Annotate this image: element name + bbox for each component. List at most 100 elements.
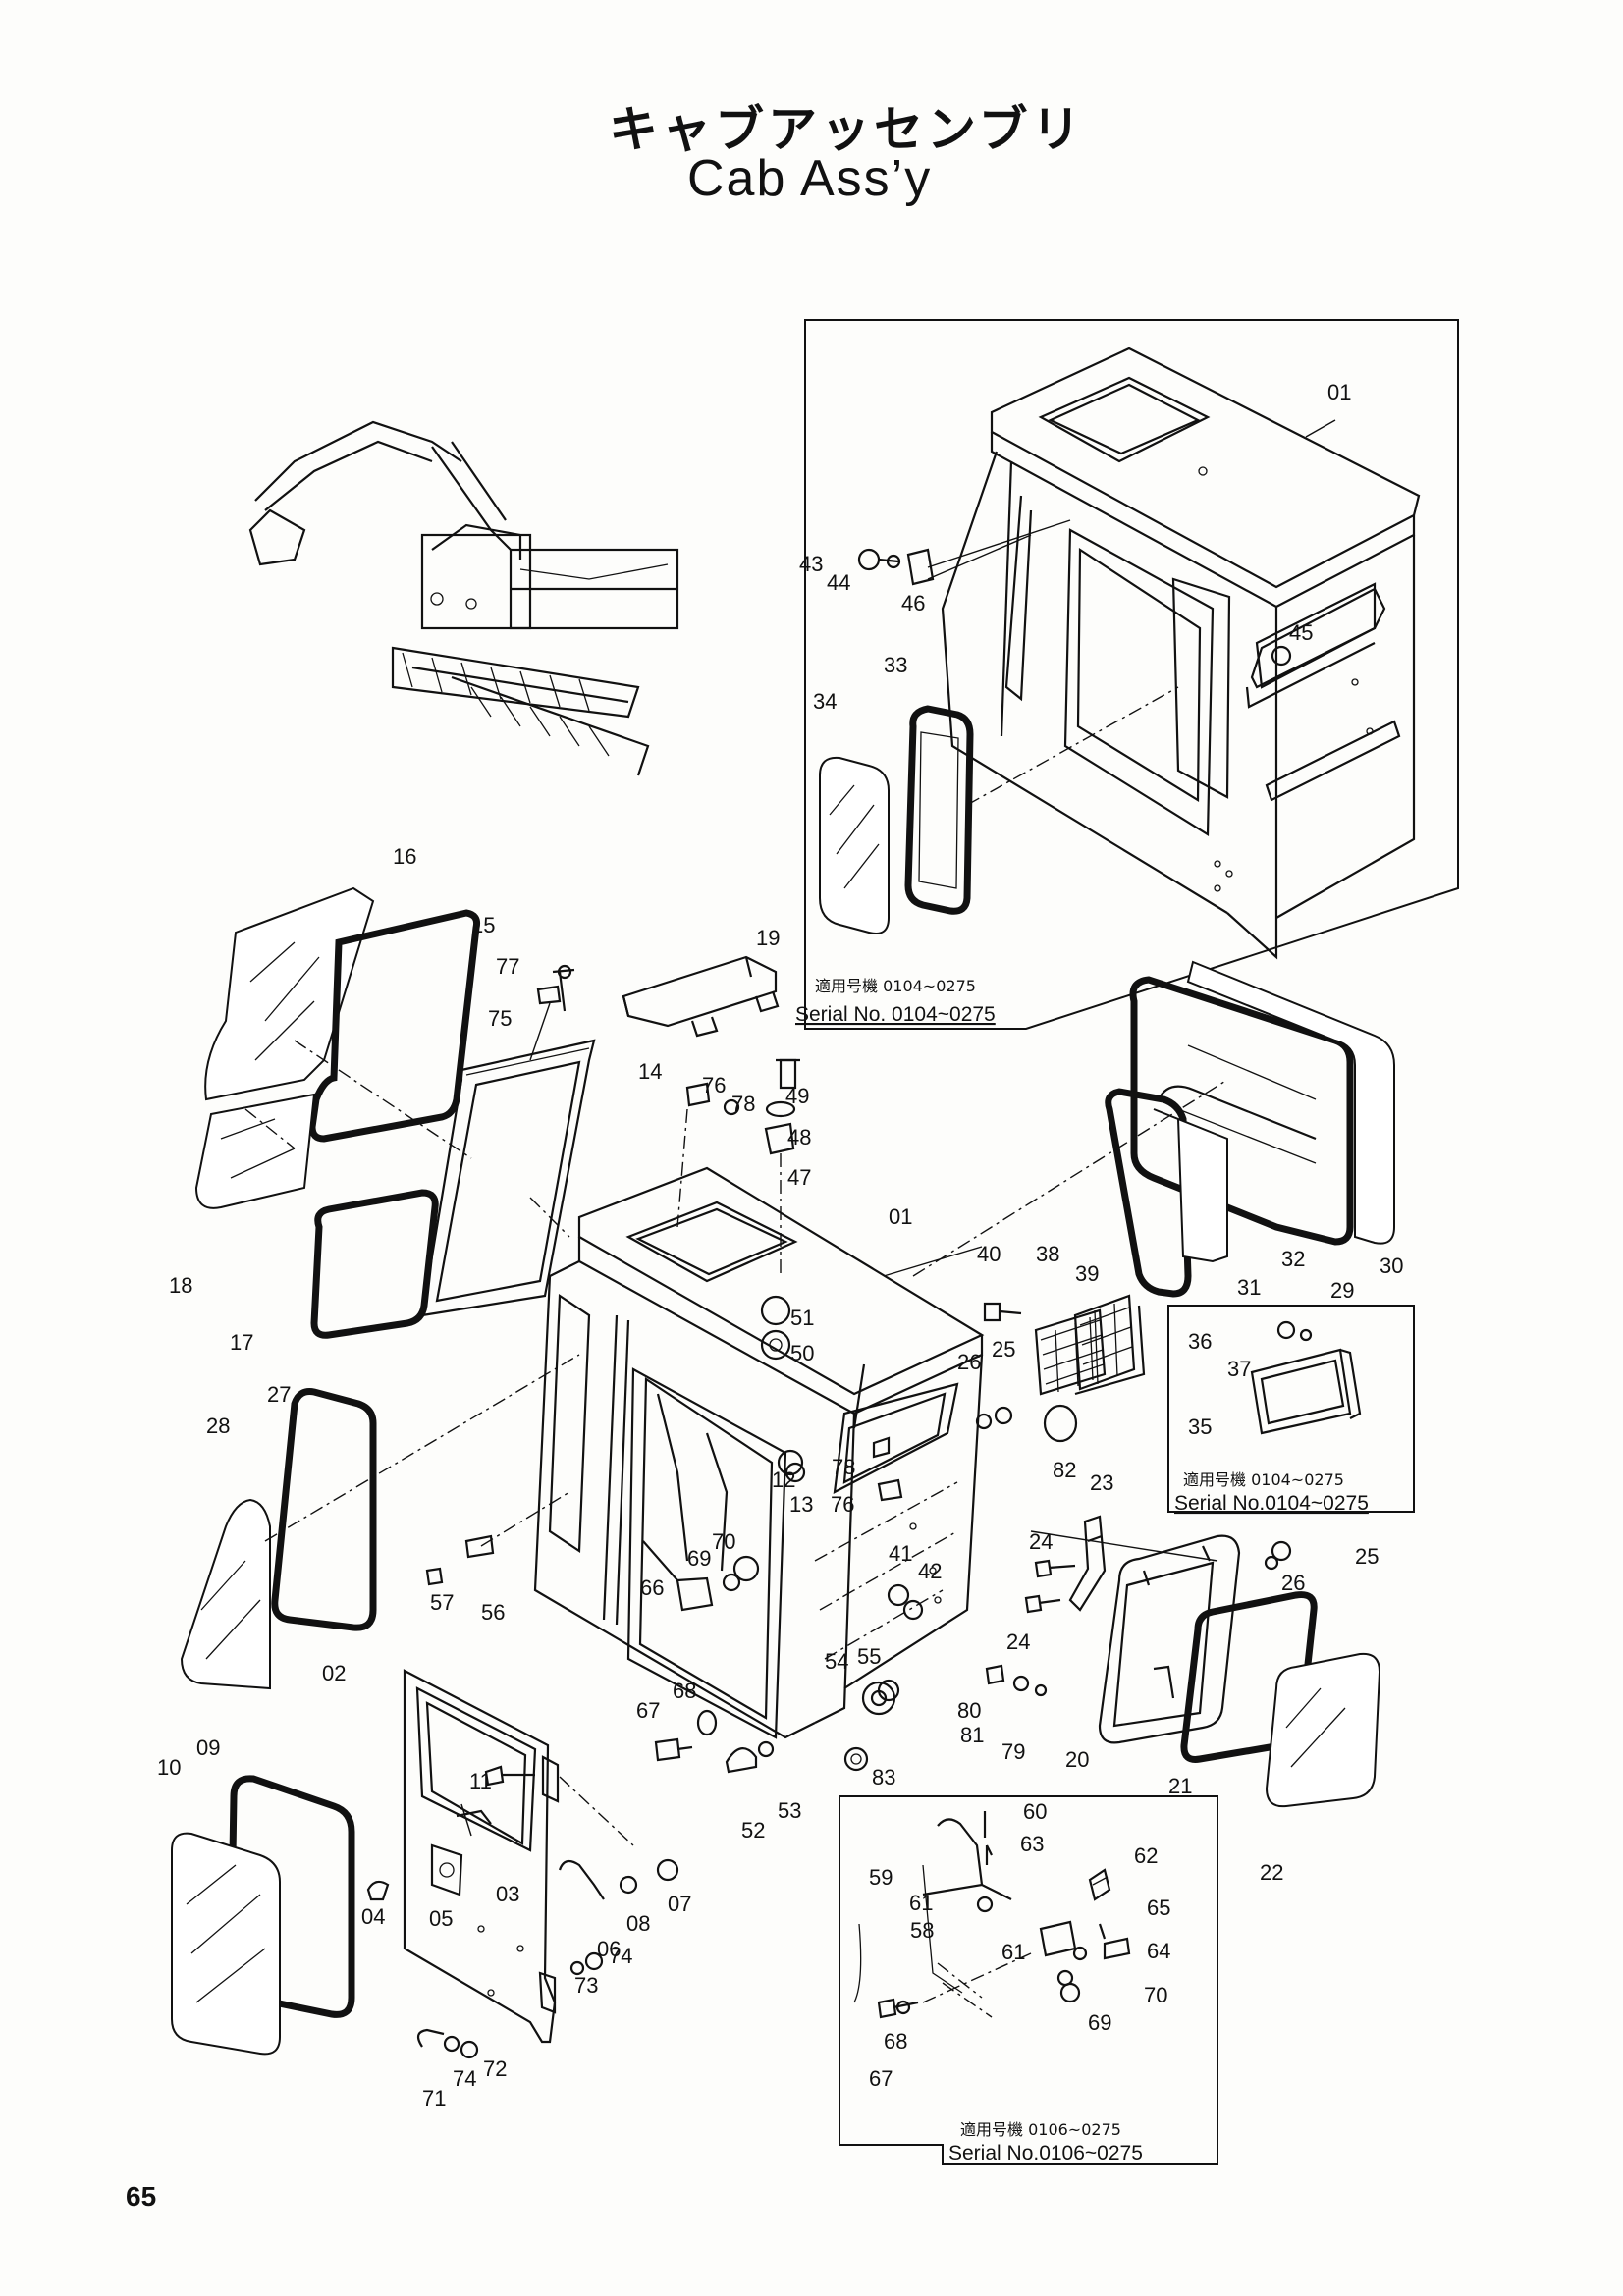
part-label-80: 80 xyxy=(957,1698,981,1723)
part-label-40: 40 xyxy=(977,1242,1001,1266)
part-label-64: 64 xyxy=(1147,1939,1170,1963)
serial-box-right xyxy=(1167,1305,1415,1513)
part-label-46: 46 xyxy=(901,591,925,615)
part-label-76: 76 xyxy=(831,1492,854,1517)
part-label-17: 17 xyxy=(230,1330,253,1355)
part-label-39: 39 xyxy=(1075,1261,1099,1286)
part-label-13: 13 xyxy=(789,1492,813,1517)
serial-note-right-en: Serial No.0104~0275 xyxy=(1174,1492,1369,1515)
part-label-38: 38 xyxy=(1036,1242,1059,1266)
part-label-66: 66 xyxy=(640,1575,664,1600)
seal-part-27 xyxy=(271,1388,377,1631)
part-label-20: 20 xyxy=(1065,1747,1089,1772)
part-label-82: 82 xyxy=(1053,1458,1076,1482)
part-label-05: 05 xyxy=(429,1906,453,1931)
part-label-21: 21 xyxy=(1168,1774,1192,1798)
part-label-73: 73 xyxy=(574,1973,598,1998)
part-label-06: 06 xyxy=(597,1937,621,1961)
serial-note-top: 適用号機 0104~0275 Serial No. 0104~0275 xyxy=(795,977,996,1026)
part-label-70: 70 xyxy=(712,1529,735,1554)
part-label-61: 61 xyxy=(909,1891,933,1915)
part-label-60: 60 xyxy=(1023,1799,1047,1824)
part-label-54: 54 xyxy=(825,1649,848,1674)
handle-part-71 xyxy=(416,2028,445,2048)
part-label-78: 78 xyxy=(731,1092,755,1116)
bolt-part-40 xyxy=(983,1302,1022,1322)
seal-part-15 xyxy=(308,909,480,1143)
part-label-01: 01 xyxy=(889,1204,912,1229)
excavator-illustration xyxy=(248,420,679,776)
part-label-19: 19 xyxy=(756,926,780,950)
handle-part-04 xyxy=(366,1880,390,1901)
glass-part-18 xyxy=(194,1093,316,1209)
part-label-02: 02 xyxy=(322,1661,346,1685)
part-label-51: 51 xyxy=(790,1306,814,1330)
part-label-23: 23 xyxy=(1090,1470,1113,1495)
hatch-part-19 xyxy=(622,955,778,1028)
part-label-67: 67 xyxy=(869,2066,893,2091)
part-label-01: 01 xyxy=(1327,380,1351,404)
part-label-35: 35 xyxy=(1188,1415,1212,1439)
part-label-22: 22 xyxy=(1260,1860,1283,1885)
part-label-70: 70 xyxy=(1144,1983,1167,2007)
part-label-77: 77 xyxy=(496,954,519,979)
door-part-02 xyxy=(403,1669,560,2044)
seal-part-17 xyxy=(310,1189,439,1339)
part-label-10: 10 xyxy=(157,1755,181,1780)
part-label-72: 72 xyxy=(483,2056,507,2081)
part-label-68: 68 xyxy=(673,1679,696,1703)
part-label-61: 61 xyxy=(1001,1940,1025,1964)
part-label-31: 31 xyxy=(1237,1275,1261,1300)
part-label-76: 76 xyxy=(702,1073,726,1097)
part-label-27: 27 xyxy=(267,1382,291,1407)
part-label-18: 18 xyxy=(169,1273,192,1298)
part-label-41: 41 xyxy=(889,1541,912,1566)
part-label-69: 69 xyxy=(687,1546,711,1571)
serial-box-bottom xyxy=(839,1795,1218,2165)
part-label-75: 75 xyxy=(488,1006,512,1031)
part-label-36: 36 xyxy=(1188,1329,1212,1354)
frame-part-14 xyxy=(420,1039,596,1317)
seal-part-33 xyxy=(904,705,974,915)
part-label-74: 74 xyxy=(453,2066,476,2091)
serial-note-top-en: Serial No. 0104~0275 xyxy=(795,1003,996,1026)
part-label-37: 37 xyxy=(1227,1357,1251,1381)
part-label-49: 49 xyxy=(785,1084,809,1108)
part-label-11: 11 xyxy=(469,1769,492,1793)
part-label-32: 32 xyxy=(1281,1247,1305,1271)
serial-note-bottom-jp: 適用号機 0106~0275 xyxy=(960,2120,1121,2139)
part-label-45: 45 xyxy=(1289,620,1313,645)
part-label-16: 16 xyxy=(393,844,416,869)
seal-part-31 xyxy=(1105,1088,1192,1298)
knob-part-50 xyxy=(760,1329,791,1361)
bolt-assembly-43-46 xyxy=(857,519,1292,667)
part-label-47: 47 xyxy=(787,1165,811,1190)
page-title-japanese: キャブアッセンブリ xyxy=(609,101,1085,158)
part-label-48: 48 xyxy=(787,1125,811,1149)
part-label-53: 53 xyxy=(778,1798,801,1823)
ring-part-82 xyxy=(1043,1404,1078,1443)
part-label-78: 78 xyxy=(832,1455,855,1479)
part-label-62: 62 xyxy=(1134,1843,1158,1868)
part-label-25: 25 xyxy=(992,1337,1015,1362)
part-label-55: 55 xyxy=(857,1644,881,1669)
part-label-24: 24 xyxy=(1029,1529,1053,1554)
bracket-part-66 xyxy=(676,1576,714,1612)
seal-part-29 xyxy=(1129,976,1354,1246)
clip-part-75 xyxy=(536,985,562,1005)
part-label-30: 30 xyxy=(1380,1254,1403,1278)
part-label-44: 44 xyxy=(827,570,850,595)
part-label-52: 52 xyxy=(741,1818,765,1842)
part-label-09: 09 xyxy=(196,1735,220,1760)
part-56 xyxy=(464,1534,495,1559)
cab-shell-part-01 xyxy=(941,347,1421,960)
latch-part-23 xyxy=(1068,1515,1107,1612)
door-frame-part-20 xyxy=(1098,1534,1241,1744)
part-label-59: 59 xyxy=(869,1865,893,1890)
part-label-43: 43 xyxy=(799,552,823,576)
door-lock-lever-assembly xyxy=(853,1811,1131,2019)
part-label-34: 34 xyxy=(813,689,837,714)
bracket-part-39 xyxy=(1073,1294,1136,1391)
part-label-04: 04 xyxy=(361,1904,385,1929)
